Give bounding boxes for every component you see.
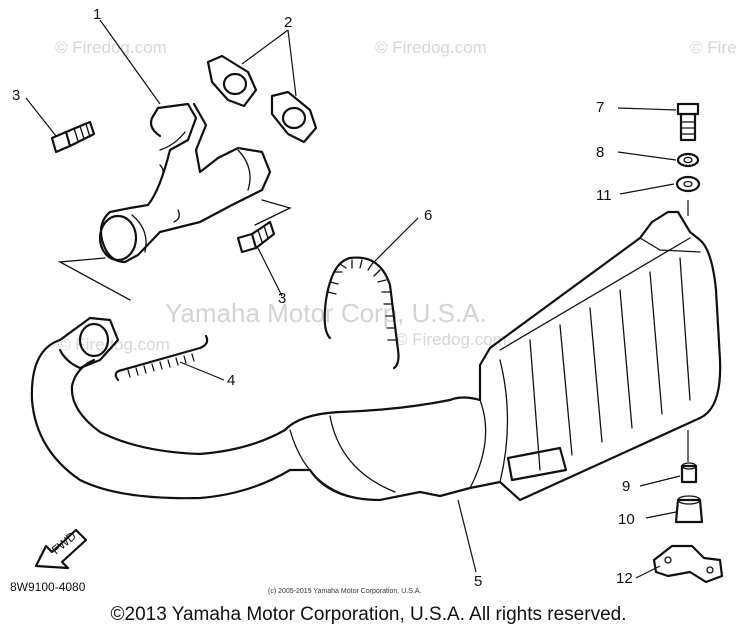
callout-1: 1: [93, 6, 101, 23]
washer-part: [676, 152, 700, 168]
callout-3: 3: [12, 87, 20, 104]
leader-lines: [25, 19, 681, 579]
watermark-text: © Firedog.com: [55, 38, 167, 57]
watermark-layer: © Firedog.com © Firedog.com © Firedog.co…: [55, 38, 737, 354]
callout-9: 9: [622, 478, 630, 495]
diagram-code: 8W9100-4080: [10, 580, 86, 594]
bracket-part: [652, 544, 724, 584]
copyright-footer: ©2013 Yamaha Motor Corporation, U.S.A. A…: [110, 604, 627, 625]
callout-12: 12: [616, 570, 633, 587]
watermark-text: © Firedog.com: [690, 38, 737, 57]
fwd-arrow-icon: FWD: [34, 529, 88, 570]
watermark-text: © Firedog.com: [375, 38, 487, 57]
callout-2: 2: [284, 14, 292, 31]
callout-10: 10: [618, 511, 635, 528]
muffler-part: [30, 210, 722, 502]
lower-damper-part: [674, 495, 704, 524]
fwd-label: FWD: [49, 529, 79, 558]
callout-3: 3: [278, 290, 286, 307]
callout-7: 7: [596, 99, 604, 116]
callout-11: 11: [596, 187, 612, 204]
callout-6: 6: [424, 207, 432, 224]
spring-part: [114, 334, 209, 382]
exhaust-manifold-part: [57, 102, 292, 301]
protector-spring-part: [323, 256, 400, 370]
watermark-text: © Firedog.com: [395, 330, 507, 349]
bolt-part: [50, 120, 276, 254]
callout-8: 8: [596, 144, 604, 161]
gasket-part: [206, 54, 318, 144]
callout-5: 5: [474, 573, 482, 590]
collar-part: [680, 462, 698, 484]
callout-4: 4: [227, 372, 235, 389]
mount-bolt-part: [676, 102, 700, 142]
damper-part: [675, 175, 701, 193]
small-copyright: (c) 2005-2015 Yamaha Motor Corporation, …: [268, 588, 421, 595]
